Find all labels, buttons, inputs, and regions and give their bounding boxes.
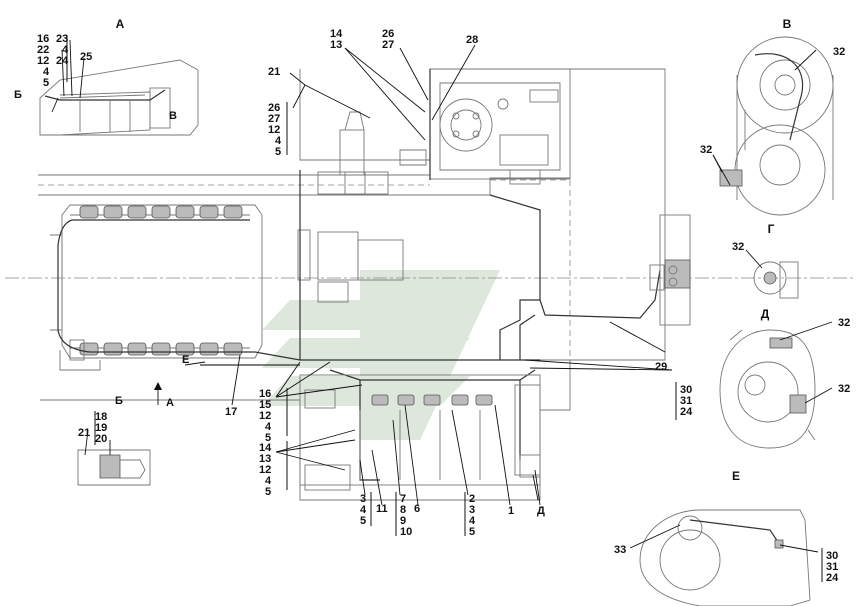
callout-a-25: 25: [80, 51, 92, 63]
callout-top-26: 26: [382, 28, 394, 40]
view-v-detail: [719, 36, 834, 216]
callout-a-left-0: 16: [37, 33, 49, 45]
callout-left-stack-3: 4: [275, 135, 282, 147]
callout-1615-3: 4: [265, 421, 272, 433]
callout-a-mid-0: 23: [56, 33, 68, 45]
right-connector-panel: [649, 214, 691, 326]
view-v-label: В: [783, 17, 792, 31]
callout-g-32: 32: [732, 241, 744, 253]
marker-v-detail: В: [169, 110, 177, 122]
callout-1615-0: 16: [259, 388, 271, 400]
callout-a-mid-2: 24: [56, 55, 69, 67]
marker-e-main: Е: [182, 354, 189, 366]
callout-bottom-7-2: 9: [400, 515, 406, 527]
view-e-label: Е: [732, 469, 740, 483]
marker-a-arrow: А: [166, 397, 174, 409]
callout-bottom-2-3: 5: [469, 526, 475, 538]
callout-main-right-1: 31: [680, 395, 692, 407]
callout-bottom-11: 11: [376, 503, 388, 515]
callout-21b: 21: [78, 427, 90, 439]
marker-d-main: Д: [537, 505, 545, 517]
marker-labels: Б В Е Б А Д: [14, 89, 545, 517]
machine-outline: [38, 68, 666, 501]
callout-a-left-2: 12: [37, 55, 49, 67]
callout-left-21: 21: [268, 66, 280, 78]
callout-e-stack-2: 24: [826, 572, 839, 584]
view-g-detail: [753, 261, 799, 299]
callout-left-stack-0: 26: [268, 102, 280, 114]
callout-20: 20: [95, 433, 107, 445]
callout-1413-2: 12: [259, 464, 271, 476]
view-d-label: Д: [761, 307, 770, 321]
callout-1413-0: 14: [259, 442, 272, 454]
callout-top-13: 13: [330, 39, 342, 51]
callout-1413-4: 5: [265, 486, 271, 498]
view-d-detail: [719, 329, 816, 449]
marker-b-bottom: Б: [115, 395, 123, 407]
callout-1615-2: 12: [259, 410, 271, 422]
callout-1615-1: 15: [259, 399, 271, 411]
callout-e-stack-1: 31: [826, 561, 838, 573]
callout-1615-4: 5: [265, 432, 271, 444]
callout-d-32a: 32: [838, 317, 850, 329]
callout-a-mid-1: 4: [62, 44, 69, 56]
callout-left-stack-2: 12: [268, 124, 280, 136]
callout-a-left-3: 4: [43, 66, 50, 78]
callout-main-right-0: 30: [680, 384, 692, 396]
callout-e-33: 33: [614, 544, 626, 556]
battery-area: [299, 374, 541, 491]
callout-a-left-1: 22: [37, 44, 49, 56]
view-labels: А В Г Д Е: [116, 17, 792, 483]
callout-d-32b: 32: [838, 383, 850, 395]
callout-bottom-3-1: 4: [360, 504, 367, 516]
callout-bottom-3-2: 5: [360, 515, 366, 527]
callout-top-14: 14: [330, 28, 343, 40]
callout-bottom-2-2: 4: [469, 515, 476, 527]
callout-left-stack-1: 27: [268, 113, 280, 125]
view-b-detail: [77, 449, 151, 486]
view-a-label: А: [116, 17, 125, 31]
callout-e-stack-0: 30: [826, 550, 838, 562]
callout-main-right-2: 24: [680, 406, 693, 418]
callout-bottom-7-0: 7: [400, 493, 406, 505]
callout-v-32: 32: [833, 46, 845, 58]
callout-bars: [66, 35, 823, 582]
callout-19: 19: [95, 422, 107, 434]
callout-bottom-6: 6: [414, 503, 420, 515]
callout-labels: 16 22 12 4 5 23 4 24 25 14 13 26 27 28 2…: [37, 28, 850, 584]
callout-1413-3: 4: [265, 475, 272, 487]
marker-b-top: Б: [14, 89, 22, 101]
callout-1413-1: 13: [259, 453, 271, 465]
leader-lines: [51, 39, 833, 553]
callout-main-17: 17: [225, 406, 237, 418]
callout-bottom-7-1: 8: [400, 504, 406, 516]
callout-v-32b: 32: [700, 144, 712, 156]
view-g-label: Г: [768, 222, 775, 236]
callout-bottom-2-1: 3: [469, 504, 475, 516]
view-e-detail: [639, 509, 811, 606]
watermark-logo: [262, 270, 500, 440]
callout-top-28: 28: [466, 34, 478, 46]
callout-bottom-1: 1: [508, 505, 514, 517]
callout-a-left-4: 5: [43, 77, 49, 89]
callout-bottom-2-0: 2: [469, 493, 475, 505]
view-a-detail: [39, 59, 199, 136]
callout-main-29: 29: [655, 361, 667, 373]
callout-bottom-7-3: 10: [400, 526, 412, 538]
callout-bottom-3-0: 3: [360, 493, 366, 505]
callout-top-27: 27: [382, 39, 394, 51]
callout-18: 18: [95, 411, 107, 423]
callout-left-stack-4: 5: [275, 146, 281, 158]
